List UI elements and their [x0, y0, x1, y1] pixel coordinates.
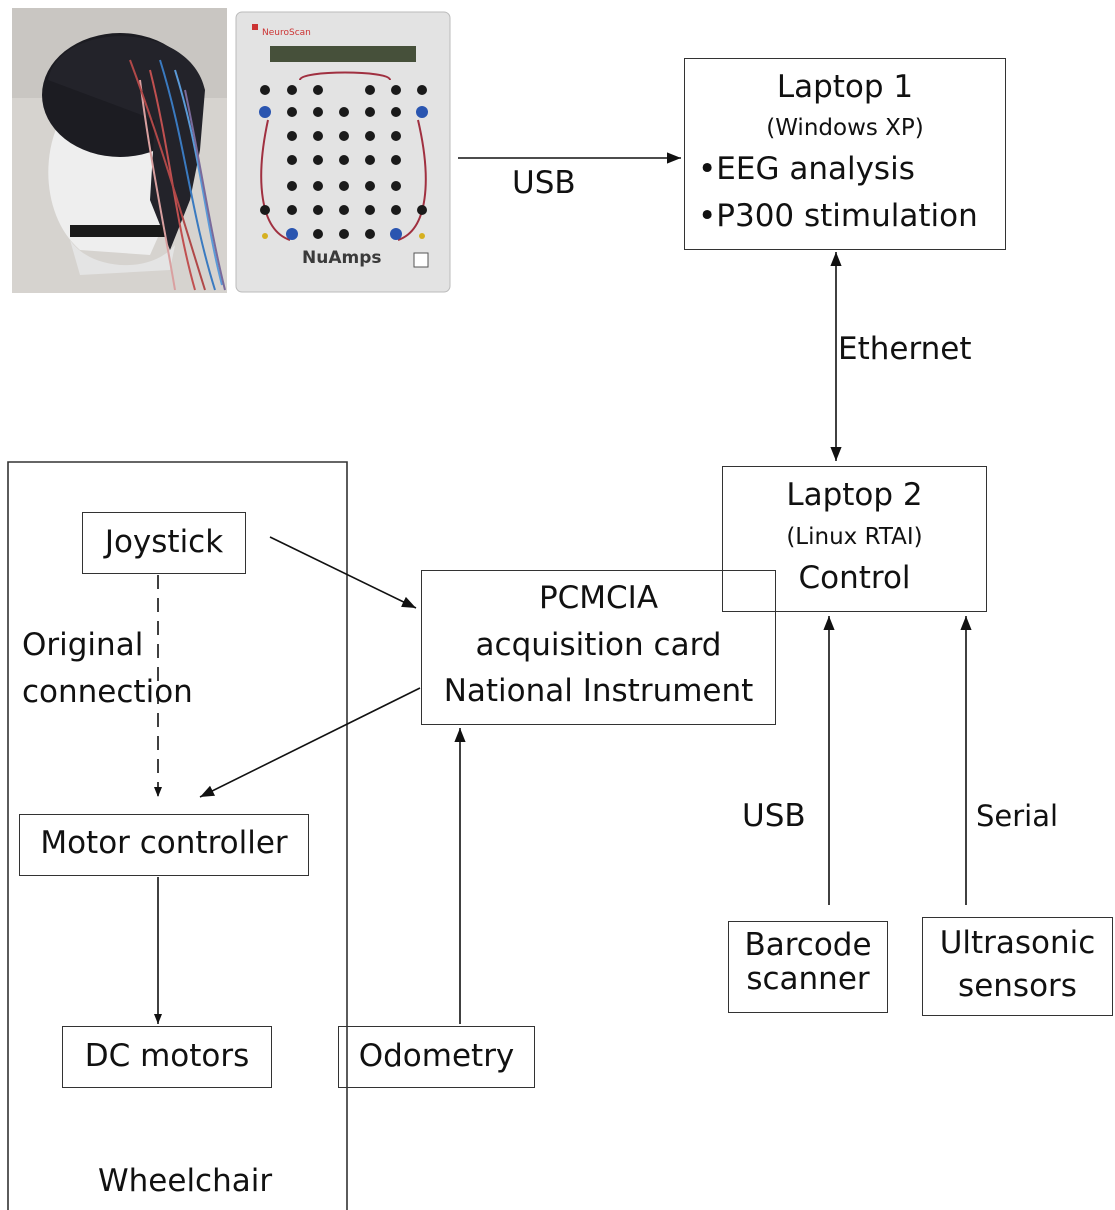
motor-controller-label: Motor controller	[40, 825, 288, 861]
laptop1-title: Laptop 1	[776, 69, 914, 105]
pcmcia-line1: PCMCIA	[538, 580, 659, 616]
joystick-box	[82, 512, 246, 574]
odometry-label: Odometry	[358, 1038, 515, 1074]
usb-bottom-label: USB	[742, 798, 806, 834]
serial-label: Serial	[976, 799, 1059, 833]
laptop1-os: (Windows XP)	[766, 115, 924, 141]
barcode-scanner-box	[728, 921, 888, 1013]
laptop1-task-p300: •P300 stimulation	[698, 198, 978, 234]
wheelchair-label: Wheelchair	[98, 1163, 273, 1199]
amp-brand-label: NeuroScan	[262, 28, 311, 38]
dc-motors-label: DC motors	[84, 1038, 250, 1074]
odometry-box	[338, 1026, 535, 1088]
wheelchair-enclosure	[7, 461, 348, 1210]
pcmcia-box	[421, 570, 776, 725]
laptop1-box	[684, 58, 1006, 250]
barcode-line1: Barcode	[744, 927, 872, 963]
pcmcia-line3: National Instrument	[443, 673, 754, 709]
amplifier-photo	[235, 11, 451, 293]
joystick-label: Joystick	[104, 524, 224, 560]
laptop1-task-eeg: •EEG analysis	[698, 151, 915, 187]
ultrasonic-sensors-box	[922, 917, 1113, 1016]
original-connection-line2: connection	[22, 674, 193, 710]
barcode-line2: scanner	[746, 961, 870, 997]
ethernet-label: Ethernet	[838, 331, 972, 367]
pcmcia-to-motor-arrow	[199, 687, 421, 798]
usb-top-label: USB	[512, 165, 576, 201]
laptop2-box	[722, 466, 987, 612]
motor-controller-box	[19, 814, 309, 876]
joystick-to-pcmcia-arrow	[269, 536, 417, 609]
dc-motors-box	[62, 1026, 272, 1088]
laptop2-title: Laptop 2	[786, 477, 923, 513]
pcmcia-line2: acquisition card	[475, 627, 722, 663]
laptop2-task: Control	[798, 560, 911, 596]
ultrasonic-line1: Ultrasonic	[939, 925, 1096, 961]
amp-model-label: NuAmps	[302, 248, 382, 268]
laptop2-os: (Linux RTAI)	[786, 524, 923, 550]
ultrasonic-line2: sensors	[958, 968, 1077, 1004]
original-connection-line1: Original	[22, 627, 144, 663]
eeg-cap-photo	[12, 8, 227, 293]
